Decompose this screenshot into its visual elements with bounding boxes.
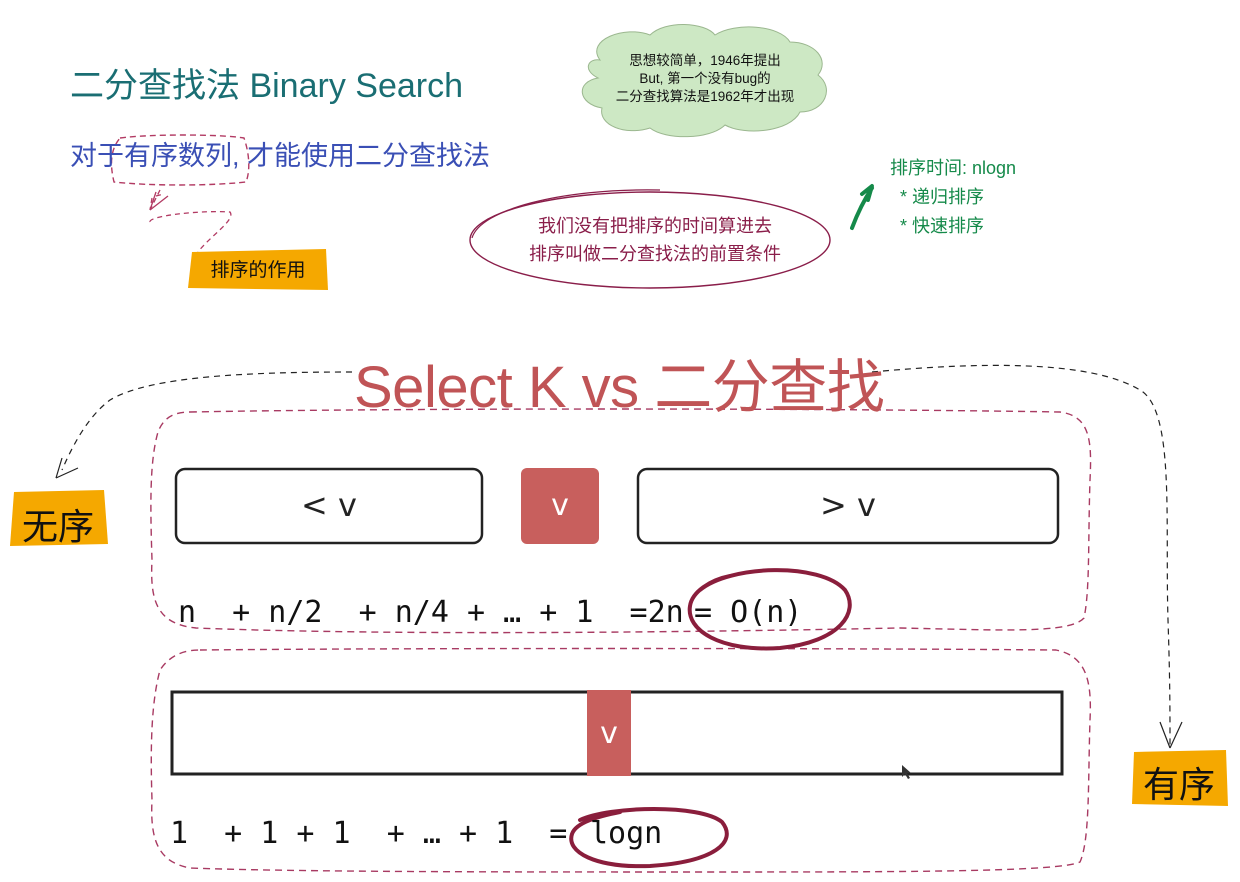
- binary-search-frame: [150, 647, 1092, 873]
- select-k-result: = O(n): [694, 595, 803, 630]
- cloud-note-line-3: 二分查找算法是1962年才出现: [615, 89, 795, 104]
- cursor-icon: [902, 765, 911, 779]
- sort-time-line-3: * 快速排序: [890, 216, 985, 236]
- select-k-frame: [150, 408, 1092, 634]
- dashed-arrow-to-unordered: [61, 371, 353, 471]
- cloud-note: 思想较简单，1946年提出 But, 第一个没有bug的 二分查找算法是1962…: [590, 52, 820, 106]
- cloud-shape: [581, 24, 827, 138]
- dashed-arrow-to-ordered: [871, 364, 1171, 746]
- arrow-head-small: [149, 191, 169, 211]
- page-title: 二分查找法 Binary Search: [70, 67, 463, 105]
- binary-pivot-label: v: [600, 716, 618, 751]
- greater-than-label: > v: [820, 486, 876, 524]
- cloud-note-line-2: But, 第一个没有bug的: [639, 71, 771, 86]
- sorting-role-label: 排序的作用: [210, 260, 306, 281]
- unordered-label: 无序: [21, 506, 94, 547]
- sort-time-note: 排序时间: nlogn * 递归排序 * 快速排序: [890, 154, 1016, 241]
- circle-on-logn: [569, 807, 729, 869]
- select-k-formula: n + n/2 + n/4 + … + 1 =2n: [178, 595, 684, 630]
- cloud-note-line-1: 思想较简单，1946年提出: [629, 53, 781, 68]
- main-title: Select K vs 二分查找: [354, 355, 885, 420]
- binary-search-formula: 1 + 1 + 1 + … + 1 =: [170, 816, 568, 851]
- sticker-sorting-role: [188, 249, 328, 290]
- arrow-head-unordered: [55, 457, 79, 479]
- pivot-label: v: [551, 488, 569, 523]
- circled-note: 我们没有把排序的时间算进去 排序叫做二分查找法的前置条件: [490, 212, 820, 268]
- green-arrow: [850, 184, 874, 230]
- ordered-label: 有序: [1142, 764, 1215, 805]
- dashed-connector-arrow: [149, 189, 232, 253]
- greater-than-box: [636, 467, 1060, 545]
- page-subtitle: 对于有序数列, 才能使用二分查找法: [70, 141, 491, 171]
- arrow-head-ordered: [1159, 721, 1183, 749]
- pivot-box: [521, 468, 599, 544]
- binary-search-result: logn: [590, 816, 663, 851]
- less-than-label: < v: [301, 486, 357, 524]
- note-ellipse: [469, 191, 831, 289]
- circled-note-line-2: 排序叫做二分查找法的前置条件: [529, 244, 781, 264]
- sticker-unordered: [10, 490, 108, 546]
- circled-note-line-1: 我们没有把排序的时间算进去: [538, 216, 772, 236]
- sticker-ordered: [1132, 750, 1228, 806]
- less-than-box: [174, 467, 484, 545]
- binary-pivot-box: [587, 690, 631, 776]
- sort-time-line-2: * 递归排序: [890, 187, 985, 207]
- note-ellipse-stroke2: [471, 189, 661, 239]
- sort-time-line-1: 排序时间: nlogn: [890, 158, 1017, 178]
- circle-on-O-n: [687, 568, 852, 651]
